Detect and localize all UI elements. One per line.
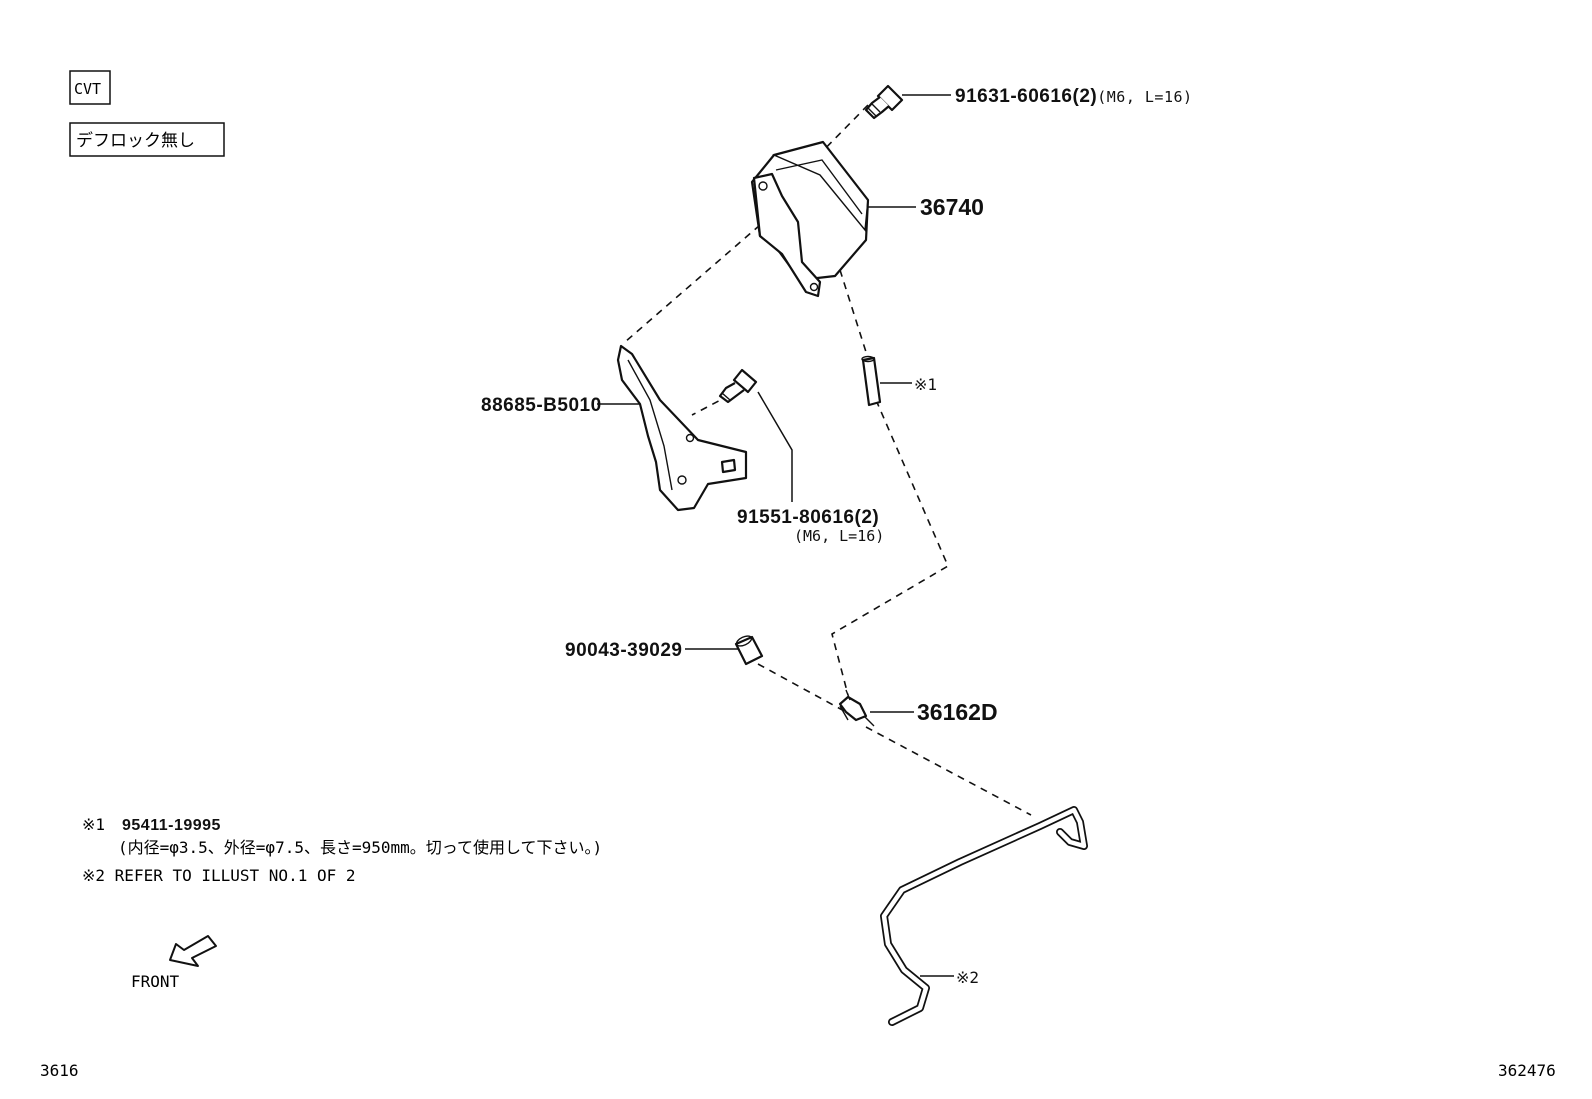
notes: ※1 95411-19995 (内径=φ3.5、外径=φ7.5、長さ=950mm… xyxy=(82,815,602,885)
bolt-mid-spec: (M6, L=16) xyxy=(794,527,884,545)
bracket-part xyxy=(616,344,748,512)
footer-left-id: 3616 xyxy=(40,1061,79,1080)
sensor-number: 36740 xyxy=(920,194,984,220)
tag-no-diff-lock: デフロック無し xyxy=(69,122,225,157)
note1-mark: ※1 xyxy=(82,815,105,834)
front-arrow-icon xyxy=(169,935,217,967)
bolt-mid-leader xyxy=(757,391,793,502)
bolt-top-part xyxy=(864,84,904,120)
front-label: FRONT xyxy=(131,972,180,991)
bolt-mid-number: 91551-80616(2) xyxy=(737,507,879,528)
joint-part xyxy=(838,689,875,727)
bolt-top-number: 91631-60616(2)(M6, L=16) xyxy=(955,86,1193,107)
tag-cvt-label: CVT xyxy=(74,80,101,98)
sensor-36740-part xyxy=(750,140,870,298)
hose-piece-part xyxy=(861,355,882,407)
joint-number: 36162D xyxy=(917,699,998,725)
bolt-mid-part xyxy=(718,368,758,404)
note1-part: 95411-19995 xyxy=(122,817,221,834)
tube-ref: ※2 xyxy=(956,968,979,987)
hose-piece-ref: ※1 xyxy=(914,375,937,394)
assembly-lines xyxy=(624,104,1032,816)
cap-part xyxy=(734,635,764,666)
tag-no-diff-lock-label: デフロック無し xyxy=(76,130,195,151)
note2: ※2 REFER TO ILLUST NO.1 OF 2 xyxy=(82,866,356,885)
cap-number: 90043-39029 xyxy=(565,640,683,661)
tube-part xyxy=(880,806,1088,1026)
bracket-number: 88685-B5010 xyxy=(481,395,602,416)
tag-cvt: CVT xyxy=(69,70,111,105)
note1-detail: (内径=φ3.5、外径=φ7.5、長さ=950mm。切って使用して下さい。) xyxy=(118,838,602,857)
footer-right-id: 362476 xyxy=(1498,1061,1556,1080)
